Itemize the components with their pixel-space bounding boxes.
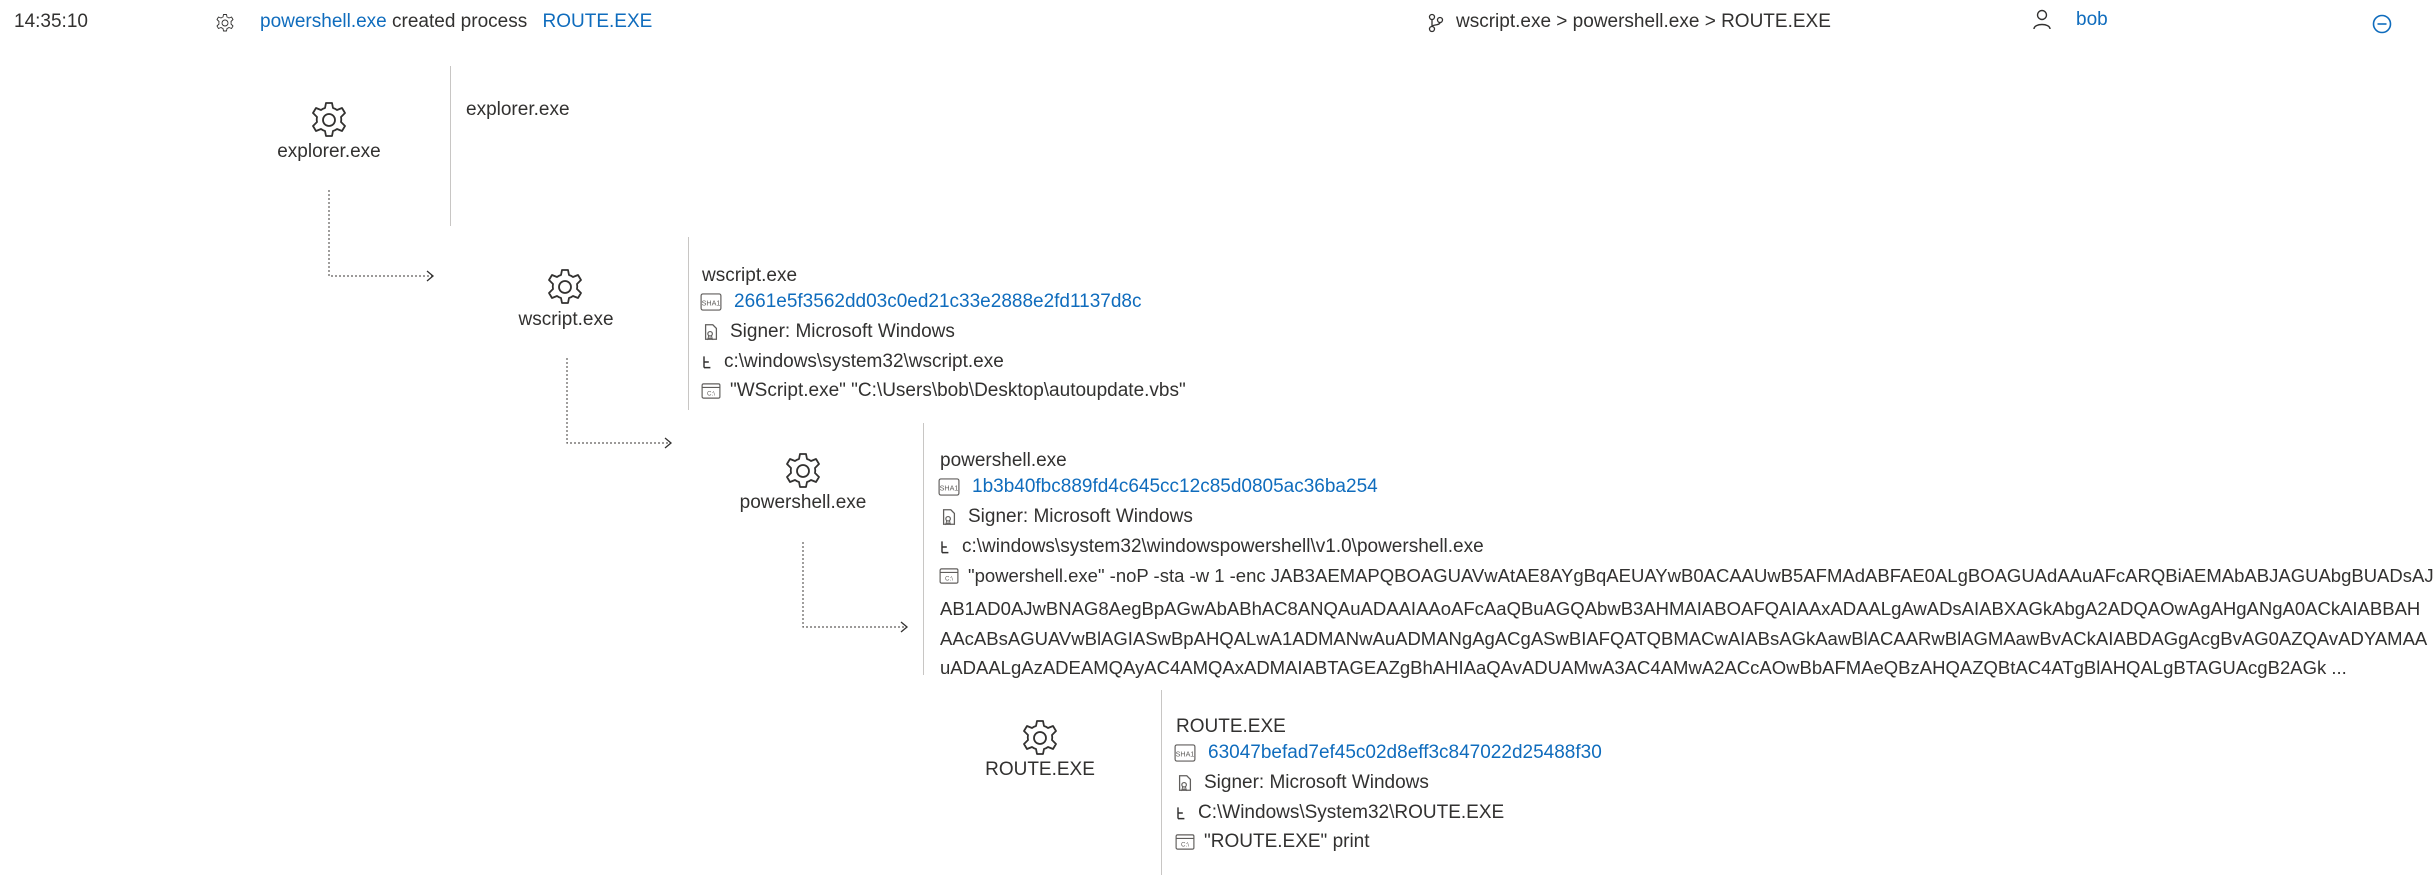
signer-icon	[702, 323, 720, 341]
powershell-sha1-row: 1b3b40fbc889fd4c645cc12c85d0805ac36ba254	[940, 476, 1378, 498]
wscript-signer: Signer: Microsoft Windows	[730, 321, 955, 342]
wscript-signer-row: Signer: Microsoft Windows	[702, 321, 955, 343]
route-node-label[interactable]: ROUTE.EXE	[985, 759, 1095, 780]
gear-icon	[215, 13, 235, 33]
route-name: ROUTE.EXE	[1176, 716, 1286, 737]
path-icon	[1176, 804, 1188, 822]
process-chain: wscript.exe > powershell.exe > ROUTE.EXE	[1456, 11, 1831, 32]
route-cmdline: "ROUTE.EXE" print	[1204, 831, 1370, 852]
event-parent-link[interactable]: powershell.exe	[260, 11, 387, 32]
wscript-sha1-row: 2661e5f3562dd03c0ed21c33e2888e2fd1137d8c	[702, 291, 1142, 313]
powershell-cmdline-line-4: uADAALgAzADEAMQAyAC4AMQAxADMAIABTAGEAZgB…	[940, 657, 2347, 678]
powershell-node-gear-icon[interactable]	[783, 451, 823, 496]
cmdline-icon	[1176, 833, 1194, 851]
route-signer: Signer: Microsoft Windows	[1204, 772, 1429, 793]
powershell-name: powershell.exe	[940, 450, 1067, 471]
explorer-node-gear-icon[interactable]	[309, 100, 349, 145]
sha1-icon	[702, 293, 720, 311]
minus-circle-icon[interactable]	[2372, 14, 2392, 39]
tree-connector-explorer	[328, 190, 435, 282]
route-signer-row: Signer: Microsoft Windows	[1176, 772, 1429, 794]
explorer-detail-divider	[450, 66, 451, 226]
wscript-cmdline: "WScript.exe" "C:\Users\bob\Desktop\auto…	[730, 380, 1186, 401]
wscript-path-row: c:\windows\system32\wscript.exe	[702, 351, 1004, 373]
powershell-node-label[interactable]: powershell.exe	[739, 492, 867, 513]
wscript-path: c:\windows\system32\wscript.exe	[724, 351, 1004, 372]
sha1-icon	[1176, 744, 1194, 762]
cmdline-icon	[940, 567, 958, 585]
route-path: C:\Windows\System32\ROUTE.EXE	[1198, 802, 1505, 823]
powershell-cmdline-line-1: "powershell.exe" -noP -sta -w 1 -enc JAB…	[968, 565, 2434, 586]
signer-icon	[940, 508, 958, 526]
event-time: 14:35:10	[14, 11, 88, 32]
route-sha1-row: 63047befad7ef45c02d8eff3c847022d25488f30	[1176, 742, 1602, 764]
path-icon	[940, 538, 952, 556]
route-node-gear-icon[interactable]	[1020, 718, 1060, 763]
powershell-signer-row: Signer: Microsoft Windows	[940, 506, 1193, 528]
wscript-detail-divider	[688, 237, 689, 410]
branch-icon	[1428, 13, 1444, 33]
person-icon	[2032, 8, 2052, 30]
tree-connector-wscript	[566, 358, 673, 449]
event-summary: powershell.exe created process ROUTE.EXE	[260, 9, 652, 35]
tree-connector-powershell	[802, 542, 909, 633]
path-icon	[702, 353, 714, 371]
user-link[interactable]: bob	[2076, 9, 2108, 30]
powershell-detail-divider	[923, 423, 924, 675]
wscript-name: wscript.exe	[702, 265, 798, 286]
route-cmdline-row: "ROUTE.EXE" print	[1176, 831, 1370, 853]
event-action: created process	[392, 11, 528, 32]
powershell-path-row: c:\windows\system32\windowspowershell\v1…	[940, 536, 1484, 558]
powershell-cmdline-line-3: AAcABsAGUAVwBlAGIASwBpAHQALwA1ADMANwAuAD…	[940, 627, 2428, 649]
route-detail-divider	[1161, 690, 1162, 875]
wscript-node-gear-icon[interactable]	[545, 267, 585, 312]
route-path-row: C:\Windows\System32\ROUTE.EXE	[1176, 802, 1504, 824]
explorer-name: explorer.exe	[466, 99, 570, 120]
wscript-cmdline-row: "WScript.exe" "C:\Users\bob\Desktop\auto…	[702, 380, 1186, 402]
powershell-sha1-link[interactable]: 1b3b40fbc889fd4c645cc12c85d0805ac36ba254	[972, 476, 1378, 497]
powershell-signer: Signer: Microsoft Windows	[968, 506, 1193, 527]
powershell-cmdline-continuation: AB1AD0AJwBNAG8AegBpAGwAbABhAC8ANQAuADAAI…	[940, 594, 2428, 683]
signer-icon	[1176, 774, 1194, 792]
cmdline-icon	[702, 382, 720, 400]
powershell-cmdline-line-2: AB1AD0AJwBNAG8AegBpAGwAbABhAC8ANQAuADAAI…	[940, 598, 2421, 619]
explorer-node-label[interactable]: explorer.exe	[277, 141, 381, 162]
event-child-link[interactable]: ROUTE.EXE	[542, 11, 653, 32]
wscript-node-label[interactable]: wscript.exe	[518, 309, 614, 330]
sha1-icon	[940, 478, 958, 496]
wscript-sha1-link[interactable]: 2661e5f3562dd03c0ed21c33e2888e2fd1137d8c	[734, 291, 1142, 312]
powershell-cmdline-row: "powershell.exe" -noP -sta -w 1 -enc JAB…	[940, 565, 2434, 587]
powershell-path: c:\windows\system32\windowspowershell\v1…	[962, 536, 1484, 557]
route-sha1-link[interactable]: 63047befad7ef45c02d8eff3c847022d25488f30	[1208, 742, 1602, 763]
